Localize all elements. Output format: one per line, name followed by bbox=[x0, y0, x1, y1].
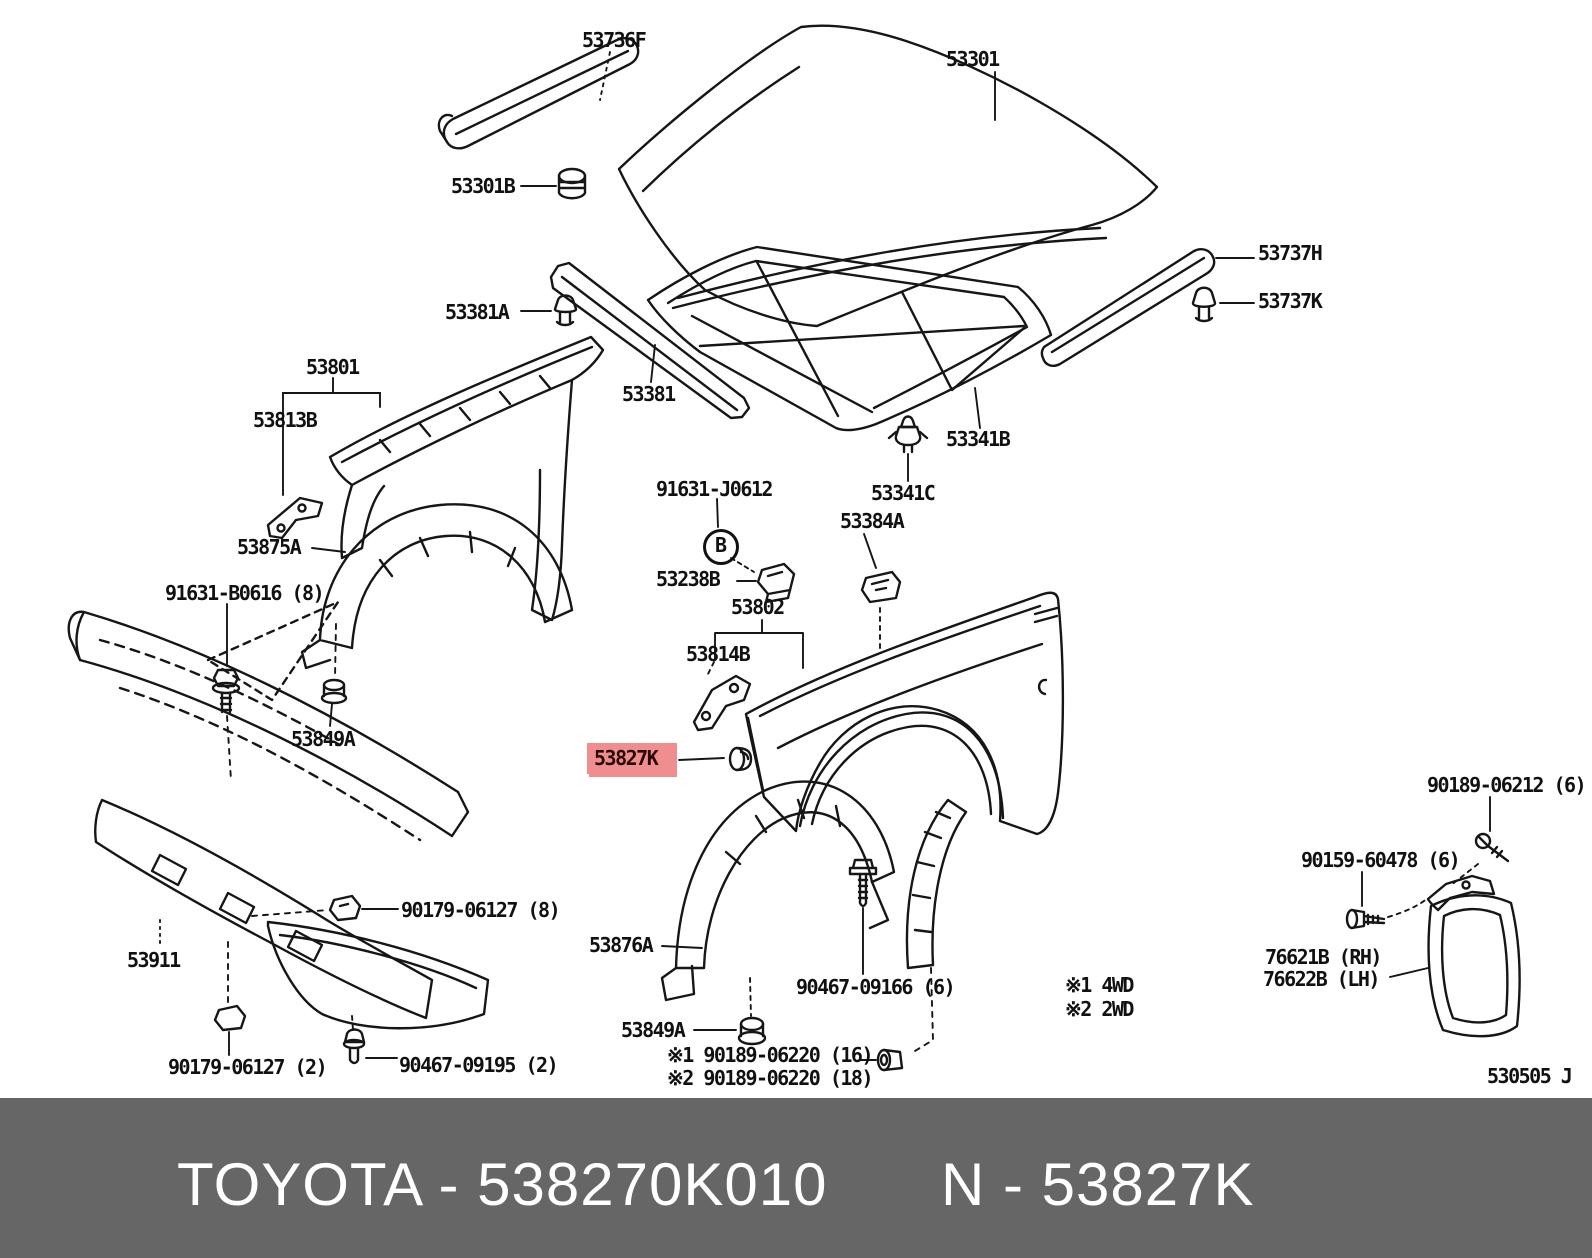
part-label-53737H[interactable]: 53737H bbox=[1258, 241, 1323, 265]
front-fender-53802 bbox=[744, 591, 1065, 836]
part-label-53737K[interactable]: 53737K bbox=[1258, 289, 1323, 313]
part-label-91631-B0616-8[interactable]: 91631-B0616 (8) bbox=[165, 581, 325, 605]
part-labels-layer: 53736F 53301 53301B 53737H 53737K 53381A 53801… bbox=[127, 28, 1587, 1090]
clip-53341C bbox=[887, 415, 929, 454]
fender-liner-53876A bbox=[660, 780, 896, 1002]
part-label-90467-09166-6[interactable]: 90467-09166 (6) bbox=[796, 975, 956, 999]
part-label-53736F[interactable]: 53736F bbox=[582, 28, 647, 52]
clip-53381A bbox=[553, 294, 578, 327]
part-label-53381A[interactable]: 53381A bbox=[445, 300, 510, 324]
clip-53737K bbox=[1191, 286, 1217, 323]
hood-insulator-53341B bbox=[646, 245, 1053, 432]
hood-panel-53301 bbox=[617, 24, 1159, 328]
banner-part-number: TOYOTA - 538270K010 bbox=[177, 1151, 828, 1218]
part-label-53802[interactable]: 53802 bbox=[731, 595, 785, 619]
note-530505-J: 530505 J bbox=[1487, 1064, 1573, 1088]
part-label-53849A[interactable]: 53849A bbox=[291, 727, 356, 751]
part-label-76622B-LH[interactable]: 76622B (LH) bbox=[1263, 967, 1380, 991]
mudflap-bracket bbox=[1426, 874, 1496, 912]
fender-apron-53801 bbox=[328, 335, 605, 622]
part-label-90159-60478-6[interactable]: 90159-60478 (6) bbox=[1301, 848, 1461, 872]
mudflap-76621B bbox=[1427, 894, 1521, 1038]
part-label-53876A[interactable]: 53876A bbox=[589, 933, 654, 957]
hood-molding-53736F bbox=[437, 37, 640, 150]
clip-90179-06127-8 bbox=[328, 894, 362, 922]
part-label-53849A[interactable]: 53849A bbox=[621, 1018, 686, 1042]
part-label-53384A[interactable]: 53384A bbox=[840, 509, 905, 533]
part-label-90179-06127-8[interactable]: 90179-06127 (8) bbox=[401, 898, 561, 922]
cowl-seal-53381 bbox=[549, 261, 751, 420]
part-label-53301[interactable]: 53301 bbox=[946, 47, 1000, 71]
diagram-canvas: 53736F 53301 53301B 53737H 53737K 53381A 53801… bbox=[67, 24, 1587, 1090]
part-label-53911[interactable]: 53911 bbox=[127, 948, 181, 972]
bolt-91631-B0616 bbox=[211, 668, 241, 714]
hood-grommet-53301B bbox=[557, 167, 587, 200]
screw-90159-60478 bbox=[1345, 908, 1386, 930]
screw-90467-09166 bbox=[848, 858, 878, 908]
part-label-53381[interactable]: 53381 bbox=[622, 382, 676, 406]
part-label-90179-06127-2[interactable]: 90179-06127 (2) bbox=[168, 1055, 328, 1079]
part-label-53827K[interactable]: 53827K bbox=[587, 743, 665, 774]
note-1-4WD: ※1 4WD bbox=[1065, 973, 1134, 997]
bumper-cover bbox=[67, 600, 470, 842]
plug-53827K bbox=[728, 746, 753, 772]
part-label-90189-06212-6[interactable]: 90189-06212 (6) bbox=[1427, 773, 1587, 797]
note-2-2WD: ※2 2WD bbox=[1065, 997, 1134, 1021]
bumper-reinforcement-53911 bbox=[94, 798, 490, 1030]
part-label-91631-J0612[interactable]: 91631-J0612 bbox=[656, 477, 773, 501]
screw-90189-06212 bbox=[1474, 832, 1510, 863]
part-label-53341C[interactable]: 53341C bbox=[871, 481, 936, 505]
leader-lines bbox=[159, 51, 1491, 1061]
clip-53238B bbox=[756, 562, 796, 604]
bracket-53813B bbox=[266, 496, 324, 540]
part-label-B[interactable]: B bbox=[703, 529, 739, 565]
grommet-53849A-upper bbox=[320, 678, 348, 705]
fender-liner-rear-strip bbox=[905, 798, 968, 970]
bracket-53814B bbox=[692, 674, 752, 732]
part-label-53801[interactable]: 53801 bbox=[306, 355, 360, 379]
part-label-90467-09195-2[interactable]: 90467-09195 (2) bbox=[399, 1053, 559, 1077]
banner-part-code: N - 53827K bbox=[941, 1151, 1255, 1218]
part-label-53341B[interactable]: 53341B bbox=[946, 427, 1011, 451]
part-label-53813B[interactable]: 53813B bbox=[253, 408, 318, 432]
part-label-53814B[interactable]: 53814B bbox=[686, 642, 751, 666]
part-label-2-90189-06220-18[interactable]: ※2 90189-06220 (18) bbox=[667, 1066, 874, 1090]
nut-53849A-lower bbox=[737, 1016, 767, 1046]
part-label-53875A[interactable]: 53875A bbox=[237, 535, 302, 559]
bolt-90467-09195 bbox=[342, 1028, 366, 1065]
footer-banner: TOYOTA - 538270K010 N - 53827K bbox=[0, 1098, 1592, 1258]
part-label-53238B[interactable]: 53238B bbox=[656, 567, 721, 591]
clip-90179-06127-2 bbox=[213, 1004, 247, 1032]
part-label-1-90189-06220-16[interactable]: ※1 90189-06220 (16) bbox=[667, 1043, 874, 1067]
fender-liner-53875A bbox=[300, 503, 574, 670]
clip-53384A bbox=[860, 570, 902, 604]
part-label-76621B-RH[interactable]: 76621B (RH) bbox=[1265, 945, 1382, 969]
nut-90189-06220 bbox=[876, 1048, 904, 1072]
hood-molding-53737H bbox=[1040, 248, 1216, 367]
part-label-53301B[interactable]: 53301B bbox=[451, 174, 516, 198]
